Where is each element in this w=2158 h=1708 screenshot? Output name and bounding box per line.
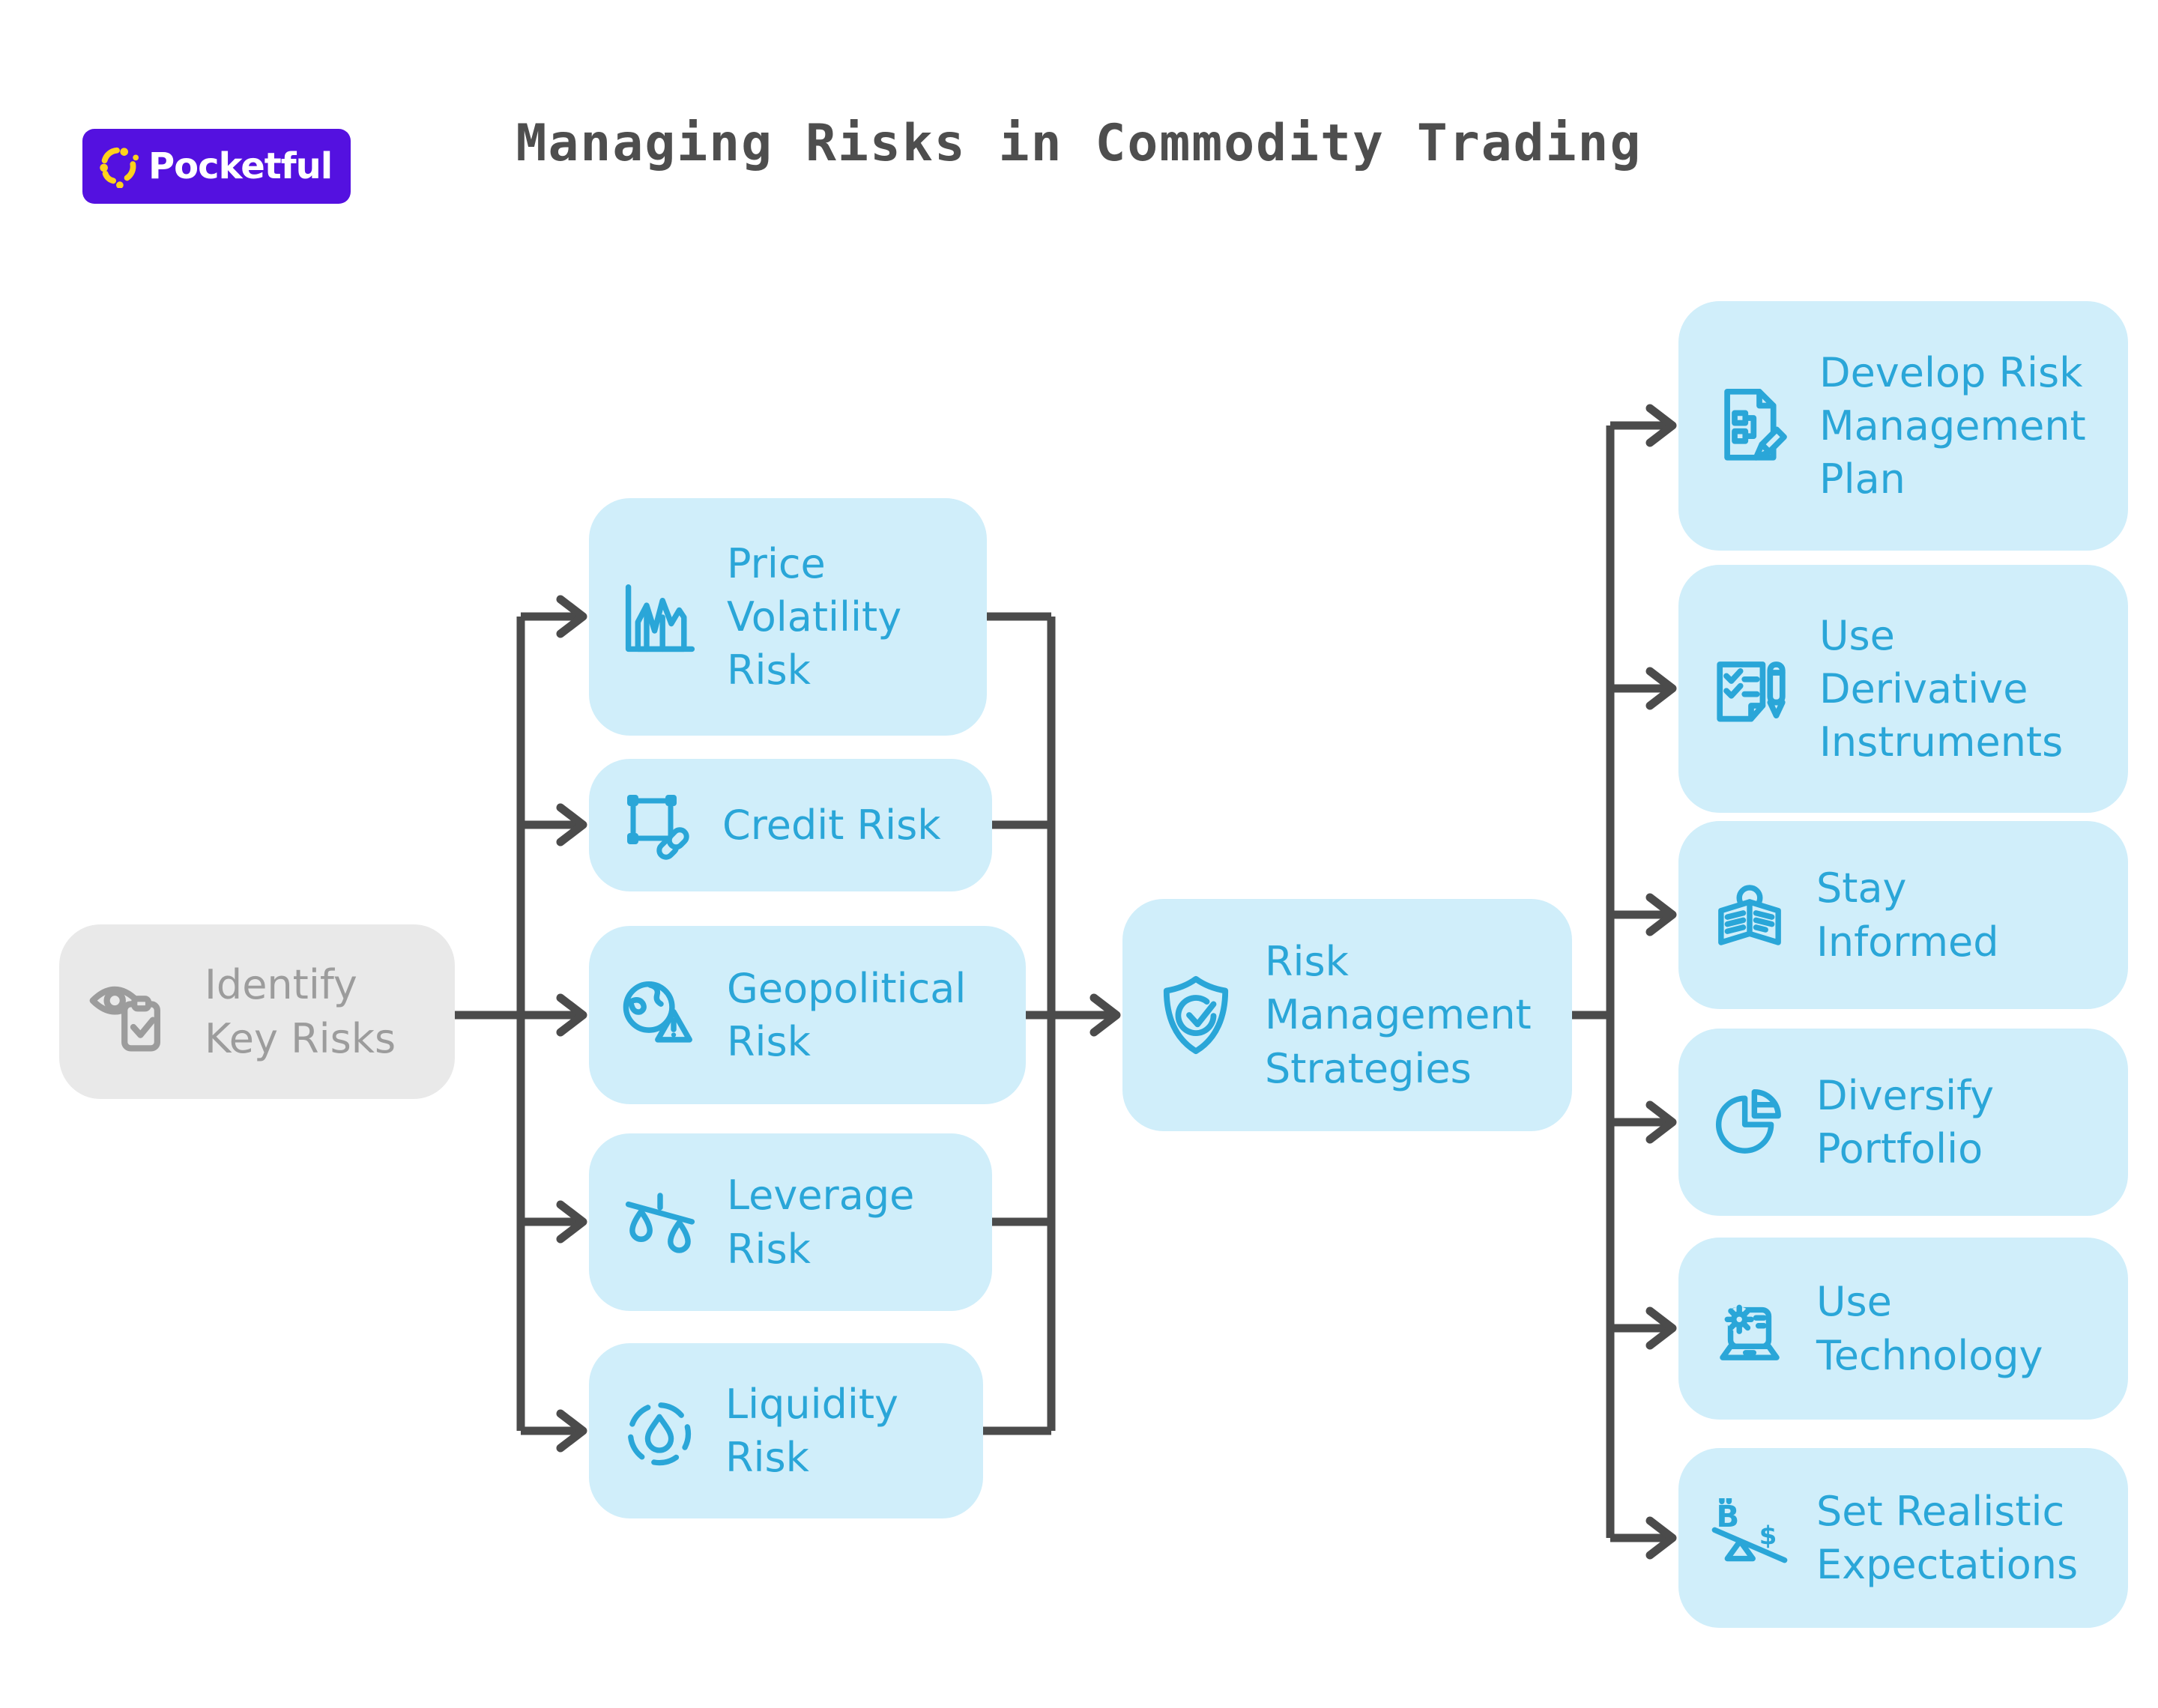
node-label: Use Derivative Instruments <box>1819 611 2064 766</box>
node-credit-risk: Credit Risk <box>589 759 992 891</box>
node-label: Set Realistic Expectations <box>1816 1487 2079 1588</box>
eye-clipboard-icon <box>89 968 178 1056</box>
node-label: Diversify Portfolio <box>1816 1071 1995 1172</box>
water-drop-icon <box>620 1392 698 1470</box>
pie-chart-icon <box>1710 1082 1789 1162</box>
svg-text:$: $ <box>1759 1521 1777 1550</box>
node-label: Risk Management Strategies <box>1265 938 1532 1092</box>
frame-chain-link-icon <box>620 788 695 863</box>
node-label: Liquidity Risk <box>725 1380 899 1481</box>
globe-warning-icon <box>620 975 700 1055</box>
document-pencil-icon <box>1710 385 1792 467</box>
node-label: Identify Key Risks <box>205 961 396 1062</box>
shield-check-icon <box>1154 973 1238 1057</box>
node-label: Credit Risk <box>722 801 941 849</box>
newspaper-reader-icon <box>1710 876 1789 955</box>
node-diversify-portfolio: Diversify Portfolio <box>1678 1029 2128 1216</box>
node-label: Develop Risk Management Plan <box>1819 348 2086 503</box>
node-identify-key-risks: Identify Key Risks <box>59 924 455 1099</box>
node-geopolitical-risk: Geopolitical Risk <box>589 926 1026 1104</box>
seesaw-balance-icon: B $ <box>1710 1498 1789 1578</box>
node-risk-management-strategies: Risk Management Strategies <box>1122 899 1572 1131</box>
svg-text:B: B <box>1716 1500 1739 1534</box>
balance-scale-icon <box>620 1183 700 1262</box>
node-set-realistic-expectations: B $ Set Realistic Expectations <box>1678 1448 2128 1628</box>
laptop-gear-icon <box>1710 1289 1789 1369</box>
volatility-chart-icon <box>620 578 700 657</box>
node-label: Use Technology <box>1816 1278 2043 1379</box>
node-use-derivative-instruments: Use Derivative Instruments <box>1678 565 2128 813</box>
node-price-volatility-risk: Price Volatility Risk <box>589 498 987 736</box>
node-liquidity-risk: Liquidity Risk <box>589 1343 983 1518</box>
pocketful-logo: Pocketful <box>82 129 351 204</box>
checklist-pen-icon <box>1710 648 1792 730</box>
node-stay-informed: Stay Informed <box>1678 821 2128 1009</box>
page-title: Managing Risks in Commodity Trading <box>516 114 1642 173</box>
node-use-technology: Use Technology <box>1678 1238 2128 1420</box>
logo-wordmark: Pocketful <box>148 145 333 187</box>
node-label: Leverage Risk <box>727 1172 915 1273</box>
node-develop-risk-management-plan: Develop Risk Management Plan <box>1678 301 2128 551</box>
node-label: Price Volatility Risk <box>727 539 902 694</box>
logo-burst-icon <box>96 145 139 188</box>
node-leverage-risk: Leverage Risk <box>589 1133 992 1311</box>
node-label: Geopolitical Risk <box>727 964 967 1065</box>
node-label: Stay Informed <box>1816 864 1999 966</box>
